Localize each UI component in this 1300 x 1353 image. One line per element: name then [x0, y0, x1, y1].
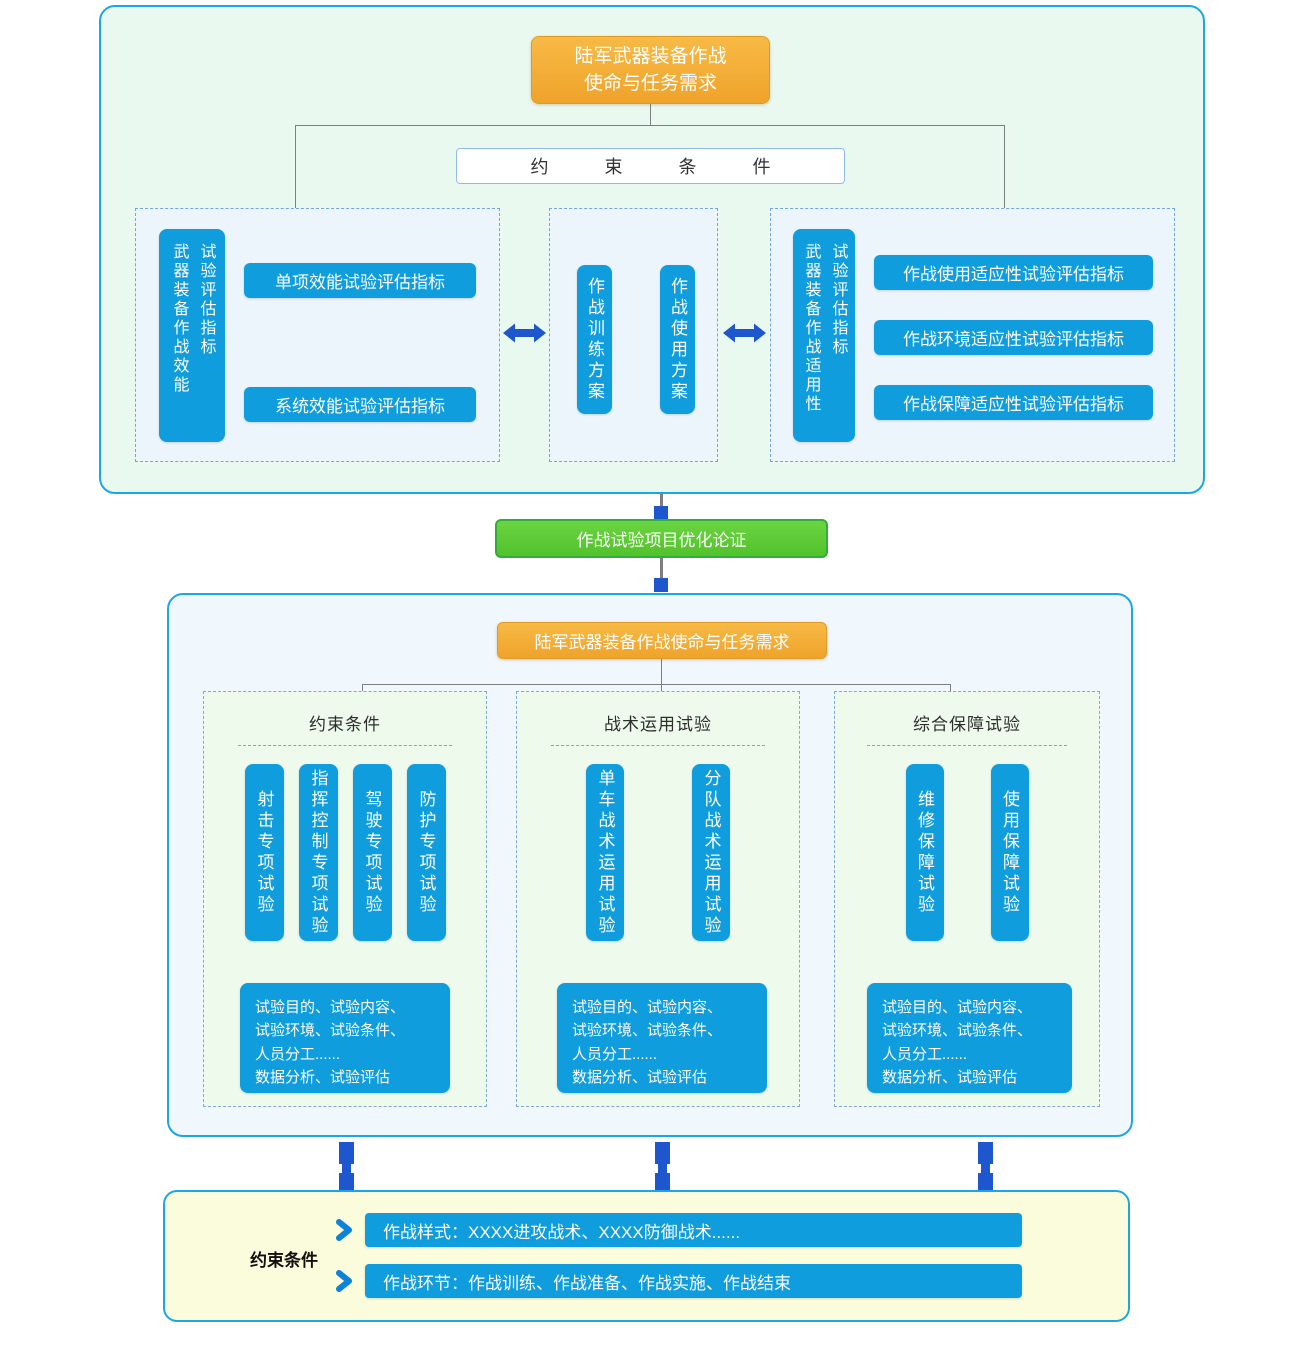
connector-line — [950, 684, 951, 692]
suitability-tag-col-left: 武器装备作战适用性 — [802, 243, 820, 414]
suitability-tag-col-right: 试验评估指标 — [829, 243, 847, 357]
connector-line — [661, 684, 662, 692]
environment-suitability-index-label: 作战环境适应性试验评估指标 — [903, 330, 1124, 349]
environment-suitability-index-box: 作战环境适应性试验评估指标 — [874, 320, 1153, 355]
effectiveness-tag: 武器装备作战效能 试验评估指标 — [159, 229, 225, 442]
chevron-right-icon — [336, 1219, 352, 1241]
column-header: 综合保障试验 — [913, 715, 1021, 734]
combat-phase-bar: 作战环节：作战训练、作战准备、作战实施、作战结束 — [365, 1264, 1022, 1298]
combat-style-label: 作战样式：XXXX进攻战术、XXXX防御战术...... — [383, 1222, 741, 1242]
double-arrow-icon — [503, 323, 546, 343]
bottom-section-panel — [163, 1190, 1130, 1322]
suitability-panel: 武器装备作战适用性 试验评估指标 作战使用适应性试验评估指标 作战环境适应性试验… — [770, 208, 1175, 462]
bottom-constraint-label: 约束条件 — [250, 1251, 318, 1270]
test-box-command-control: 指挥控制专项试验 — [298, 764, 338, 941]
test-box-single-vehicle: 单车战术运用试验 — [586, 764, 624, 941]
effectiveness-panel: 武器装备作战效能 试验评估指标 单项效能试验评估指标 系统效能试验评估指标 — [135, 208, 500, 462]
training-plan-box: 作战训练方案 — [577, 265, 612, 414]
root-mission-line2: 使命与任务需求 — [583, 73, 717, 94]
mission-box-2-label: 陆军武器装备作战使命与任务需求 — [534, 633, 790, 652]
constraint-condition-box: 约束条件 — [456, 148, 845, 184]
connector-line — [362, 684, 951, 685]
connector-line — [1004, 125, 1005, 208]
chevron-right-icon — [336, 1270, 352, 1292]
test-box-shooting: 射击专项试验 — [244, 764, 284, 941]
training-plan-label: 作战训练方案 — [585, 276, 604, 403]
single-effectiveness-index-box: 单项效能试验评估指标 — [244, 263, 476, 298]
usage-suitability-index-label: 作战使用适应性试验评估指标 — [903, 265, 1124, 284]
root-mission-line1: 陆军武器装备作战 — [574, 46, 727, 67]
effectiveness-tag-col-left: 武器装备作战效能 — [170, 243, 188, 395]
connector-node — [654, 506, 668, 520]
tests-row: 单车战术运用试验 分队战术运用试验 — [517, 764, 799, 941]
column-support-tests: 综合保障试验 维修保障试验 使用保障试验 试验目的、试验内容、 试验环境、试验条… — [834, 691, 1100, 1107]
test-box-maintenance-support: 维修保障试验 — [905, 764, 944, 941]
mission-box-2: 陆军武器装备作战使命与任务需求 — [497, 622, 827, 659]
column-divider — [237, 745, 453, 746]
connector-icon — [978, 1142, 993, 1191]
connector-node — [654, 578, 668, 592]
connector-line — [650, 104, 651, 125]
tests-row: 维修保障试验 使用保障试验 — [835, 764, 1099, 941]
connector-line — [660, 558, 663, 585]
connector-icon — [655, 1142, 670, 1191]
details-box: 试验目的、试验内容、 试验环境、试验条件、 人员分工...... 数据分析、试验… — [867, 983, 1072, 1093]
connector-line — [661, 659, 662, 684]
column-divider — [866, 745, 1068, 746]
column-header: 战术运用试验 — [604, 715, 712, 734]
plans-panel: 作战训练方案 作战使用方案 — [549, 208, 718, 462]
column-tactical-tests: 战术运用试验 单车战术运用试验 分队战术运用试验 试验目的、试验内容、 试验环境… — [516, 691, 800, 1107]
column-constraint-tests: 约束条件 射击专项试验 指挥控制专项试验 驾驶专项试验 防护专项试验 试验目的、… — [203, 691, 487, 1107]
support-suitability-index-box: 作战保障适应性试验评估指标 — [874, 385, 1153, 420]
details-box: 试验目的、试验内容、 试验环境、试验条件、 人员分工...... 数据分析、试验… — [557, 983, 767, 1093]
connector-icon — [339, 1142, 354, 1191]
double-arrow-icon — [723, 323, 766, 343]
column-header: 约束条件 — [309, 715, 381, 734]
suitability-tag: 武器装备作战适用性 试验评估指标 — [793, 229, 855, 442]
details-box: 试验目的、试验内容、 试验环境、试验条件、 人员分工...... 数据分析、试验… — [240, 983, 450, 1093]
root-mission-box: 陆军武器装备作战 使命与任务需求 — [531, 36, 770, 104]
test-box-driving: 驾驶专项试验 — [352, 764, 392, 941]
combat-style-bar: 作战样式：XXXX进攻战术、XXXX防御战术...... — [365, 1213, 1022, 1247]
usage-suitability-index-box: 作战使用适应性试验评估指标 — [874, 255, 1153, 290]
system-effectiveness-index-label: 系统效能试验评估指标 — [275, 397, 445, 416]
column-divider — [550, 745, 766, 746]
connector-line — [295, 125, 296, 208]
single-effectiveness-index-label: 单项效能试验评估指标 — [275, 273, 445, 292]
optimization-label: 作战试验项目优化论证 — [576, 531, 747, 550]
usage-plan-box: 作战使用方案 — [660, 265, 695, 414]
constraint-condition-label: 约束条件 — [530, 157, 827, 177]
system-effectiveness-index-box: 系统效能试验评估指标 — [244, 387, 476, 422]
effectiveness-tag-col-right: 试验评估指标 — [197, 243, 215, 357]
test-box-usage-support: 使用保障试验 — [990, 764, 1029, 941]
support-suitability-index-label: 作战保障适应性试验评估指标 — [903, 395, 1124, 414]
connector-line — [295, 125, 1005, 126]
connector-line — [362, 684, 363, 692]
optimization-box: 作战试验项目优化论证 — [495, 519, 828, 558]
usage-plan-label: 作战使用方案 — [668, 276, 687, 403]
combat-phase-label: 作战环节：作战训练、作战准备、作战实施、作战结束 — [383, 1273, 791, 1293]
tests-row: 射击专项试验 指挥控制专项试验 驾驶专项试验 防护专项试验 — [204, 764, 486, 941]
test-box-unit-tactics: 分队战术运用试验 — [692, 764, 730, 941]
test-box-protection: 防护专项试验 — [406, 764, 446, 941]
